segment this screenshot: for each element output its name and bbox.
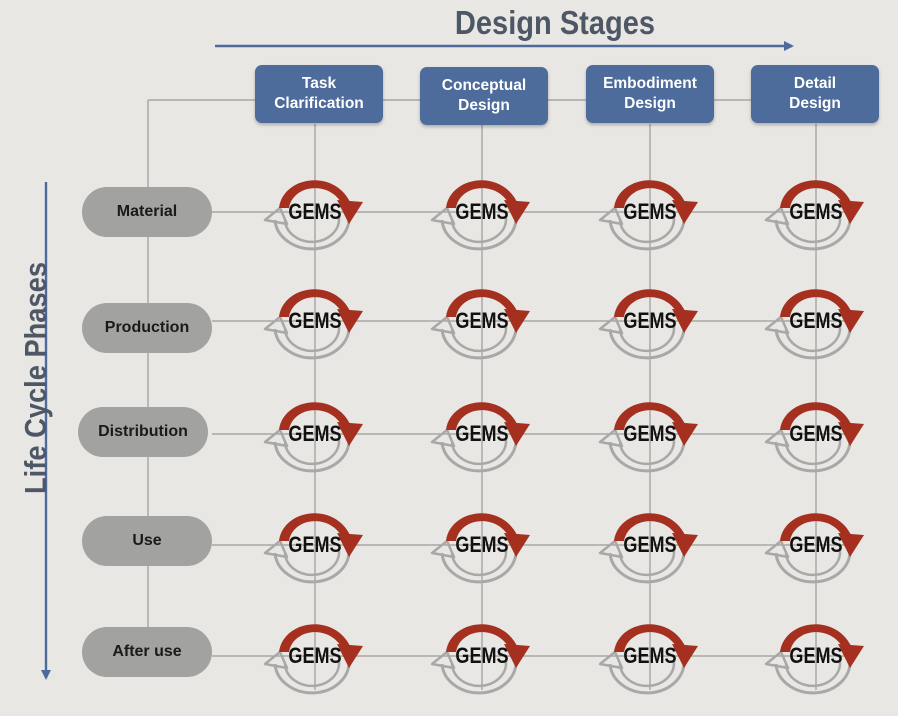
gems-label: GEMS (455, 643, 509, 668)
life-cycle-phases-title: Life Cycle Phases (18, 262, 53, 495)
phase-after-use: After use (82, 627, 212, 677)
gems-label: GEMS (455, 532, 509, 557)
gems-label: GEMS (789, 532, 843, 557)
gems-cycle-icon (430, 624, 530, 695)
gems-cycle-icon (263, 180, 363, 251)
gems-cycle-icon (598, 513, 698, 584)
gems-label: GEMS (288, 308, 342, 333)
phase-use: Use (82, 516, 212, 566)
gems-cycle-icon (764, 402, 864, 473)
gems-label: GEMS (288, 421, 342, 446)
gems-cycle-icon (764, 289, 864, 360)
phase-material: Material (82, 187, 212, 237)
gems-cycle-icon (598, 624, 698, 695)
gems-label: GEMS (455, 199, 509, 224)
gems-label: GEMS (288, 199, 342, 224)
gems-cycle-icon (430, 180, 530, 251)
phase-production: Production (82, 303, 212, 353)
gems-label: GEMS (623, 532, 677, 557)
stage-conceptual-design: Conceptual Design (420, 67, 548, 125)
gems-cycle-icon (764, 513, 864, 584)
gems-label: GEMS (623, 308, 677, 333)
gems-label: GEMS (789, 308, 843, 333)
phase-distribution: Distribution (78, 407, 208, 457)
stage-embodiment-design: Embodiment Design (586, 65, 714, 123)
gems-cycle-icon (598, 289, 698, 360)
gems-label: GEMS (789, 199, 843, 224)
gems-label: GEMS (789, 421, 843, 446)
gems-label: GEMS (455, 421, 509, 446)
gems-cycle-icon (430, 513, 530, 584)
gems-label: GEMS (623, 643, 677, 668)
gems-label: GEMS (455, 308, 509, 333)
gems-cycle-icon (430, 289, 530, 360)
stage-task-clarification: Task Clarification (255, 65, 383, 123)
stage-detail-design: Detail Design (751, 65, 879, 123)
gems-cycle-icon (263, 624, 363, 695)
gems-cycle-icon (263, 289, 363, 360)
gems-cycle-icon (263, 513, 363, 584)
gems-cycle-icon (764, 180, 864, 251)
gems-cycle-icon (598, 402, 698, 473)
gems-cycle-icon (430, 402, 530, 473)
gems-cycle-icon (598, 180, 698, 251)
gems-cycle-icon (263, 402, 363, 473)
gems-cycle-icon (764, 624, 864, 695)
gems-label: GEMS (623, 199, 677, 224)
gems-label: GEMS (789, 643, 843, 668)
gems-label: GEMS (288, 643, 342, 668)
design-stages-title: Design Stages (454, 4, 656, 41)
gems-label: GEMS (288, 532, 342, 557)
gems-label: GEMS (623, 421, 677, 446)
